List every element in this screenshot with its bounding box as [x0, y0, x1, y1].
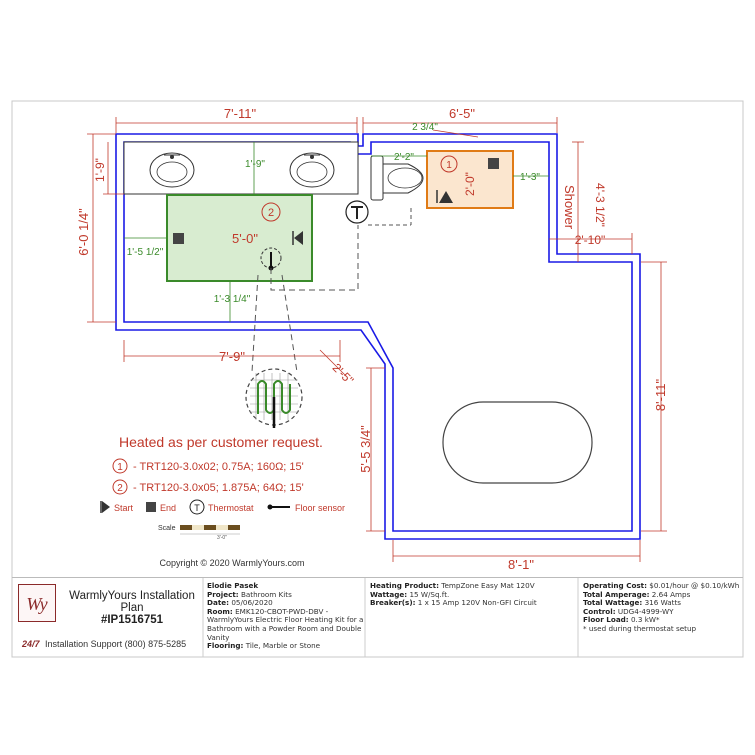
installation-support: 24/7 Installation Support (800) 875-5285 — [22, 639, 186, 649]
operating-cost-label: Operating Cost: — [583, 581, 647, 590]
control-value: UDG4-4999-WY — [617, 606, 674, 616]
mat2-length: 5'-0" — [232, 231, 258, 246]
scale-bar — [180, 525, 240, 535]
dim-mat2-bottom: 1'-3 1/4" — [214, 294, 251, 305]
footnote: * used during thermostat setup — [583, 623, 697, 633]
room-value: EMK120-CBOT-PWD-DBV - WarmlyYours Electr… — [207, 606, 364, 642]
legend-heading: Heated as per customer request. — [119, 434, 323, 450]
title-block: Wy WarmlyYours Installation Plan #IP1516… — [12, 577, 743, 658]
floor-load-value: 0.3 kW* — [630, 615, 660, 625]
product-info: Heating Product: TempZone Easy Mat 120V … — [370, 581, 575, 608]
legend-floor-sensor: Floor sensor — [295, 503, 345, 513]
title-block-dividers — [202, 578, 579, 657]
floor-load-label: Floor Load: — [583, 615, 629, 625]
scale-value: 3'-0" — [217, 535, 227, 541]
dim-left-height: 6'-0 1/4" — [76, 208, 91, 256]
total-amperage-value: 2.64 Amps — [651, 589, 691, 599]
sink-right-icon — [289, 152, 335, 188]
dim-between-sinks: 1'-9" — [245, 159, 265, 170]
support-247-icon: 24/7 — [22, 639, 40, 649]
project-value: Bathroom Kits — [240, 589, 292, 599]
start-marker-icon — [436, 190, 453, 203]
logo-mark-icon: Wy — [19, 585, 55, 621]
dim-bottom-left: 7'-9" — [219, 349, 245, 364]
toilet-icon — [370, 155, 424, 201]
electrical-info: Operating Cost: $0.01/hour @ $0.10/kWh T… — [583, 581, 743, 634]
plan-title-line2: Plan — [120, 602, 144, 614]
legend-item-1: - TRT120-3.0x02; 0.75A; 160Ω; 15' — [133, 461, 304, 473]
control-label: Control: — [583, 606, 616, 616]
legend-floor-sensor-icon — [267, 504, 290, 510]
dim-top-left: 7'-11" — [224, 106, 257, 121]
date-value: 05/06/2020 — [231, 598, 273, 608]
shower-label: Shower — [562, 185, 577, 230]
legend-thermostat-icon — [189, 499, 205, 515]
dim-mat1-gap: 1'-3" — [520, 172, 540, 183]
copyright: Copyright © 2020 WarmlyYours.com — [159, 558, 304, 568]
flooring-value: Tile, Marble or Stone — [245, 641, 321, 651]
dim-right-height: 8'-11" — [653, 379, 668, 412]
sink-left-icon — [149, 152, 195, 188]
sensor-detail-icon — [245, 368, 303, 428]
end-marker-icon — [488, 158, 499, 169]
total-amperage-label: Total Amperage: — [583, 589, 650, 599]
legend-thermostat: Thermostat — [208, 503, 254, 513]
vanity — [123, 141, 359, 195]
dimension-lines — [87, 117, 667, 562]
plan-title-line1: WarmlyYours Installation — [69, 590, 195, 602]
mat1-number: 1 — [446, 160, 452, 171]
mat2-number: 2 — [268, 207, 274, 219]
total-wattage-label: Total Wattage: — [583, 598, 643, 608]
legend-end: End — [160, 503, 176, 513]
start-marker-icon — [292, 231, 303, 245]
support-text: Installation Support (800) 875-5285 — [45, 639, 187, 649]
logo-letters: Wy — [26, 594, 47, 614]
legend-end-icon — [146, 502, 156, 512]
bathtub-icon — [442, 401, 593, 484]
legend: Heated as per customer request. 1 - TRT1… — [100, 434, 345, 541]
project-label: Project: — [207, 589, 239, 599]
legend-start: Start — [114, 503, 134, 513]
dim-vanity-depth: 1'-9" — [93, 158, 107, 182]
thermostat-icon — [345, 200, 369, 224]
dim-top-right: 6'-5" — [449, 106, 475, 121]
legend-start-icon — [100, 501, 110, 513]
customer-name: Elodie Pasek — [207, 581, 259, 590]
wattage-value: 15 W/Sq.ft. — [409, 589, 450, 599]
dim-shower-height: 4'-3 1/2" — [593, 183, 607, 227]
dim-toilet-gap: 2'-2" — [394, 152, 414, 163]
legend-item-number: 1 — [117, 462, 123, 473]
warmlyyours-logo: Wy — [18, 584, 56, 622]
plan-number: #IP1516751 — [100, 614, 164, 626]
room-label: Room: — [207, 606, 233, 616]
project-info: Elodie Pasek Project: Bathroom Kits Date… — [207, 581, 367, 651]
dim-top-notch: 2 3/4" — [412, 122, 438, 133]
dim-diagonal: 2'-5" — [330, 361, 357, 388]
breakers-value: 1 x 15 Amp 120V Non-GFI Circuit — [417, 598, 537, 608]
end-marker-icon — [173, 233, 184, 244]
legend-thermostat-symbol: T — [194, 503, 200, 513]
heating-product-value: TempZone Easy Mat 120V — [441, 581, 535, 590]
total-wattage-value: 316 Watts — [644, 598, 682, 608]
dim-bottom-right: 8'-1" — [508, 557, 534, 572]
flooring-label: Flooring: — [207, 641, 244, 651]
scale-label: Scale — [158, 525, 176, 532]
page-frame — [11, 100, 744, 658]
dim-shower-width: 2'-10" — [575, 233, 606, 247]
legend-item-2: - TRT120-3.0x05; 1.875A; 64Ω; 15' — [133, 482, 304, 494]
breakers-label: Breaker(s): — [370, 598, 416, 608]
wattage-label: Wattage: — [370, 589, 408, 599]
legend-item-number: 2 — [117, 483, 123, 494]
operating-cost-value: $0.01/hour @ $0.10/kWh — [649, 581, 740, 590]
mat1-length: 2'-0" — [463, 172, 477, 196]
dim-mat2-left: 1'-5 1/2" — [127, 247, 164, 258]
dim-right-lower: 5'-5 3/4" — [358, 425, 373, 473]
heating-product-label: Heating Product: — [370, 581, 439, 590]
date-label: Date: — [207, 598, 230, 608]
heating-mat-1: 1 2'-0" — [426, 150, 514, 209]
heating-mat-2: 2 5'-0" — [166, 194, 313, 282]
